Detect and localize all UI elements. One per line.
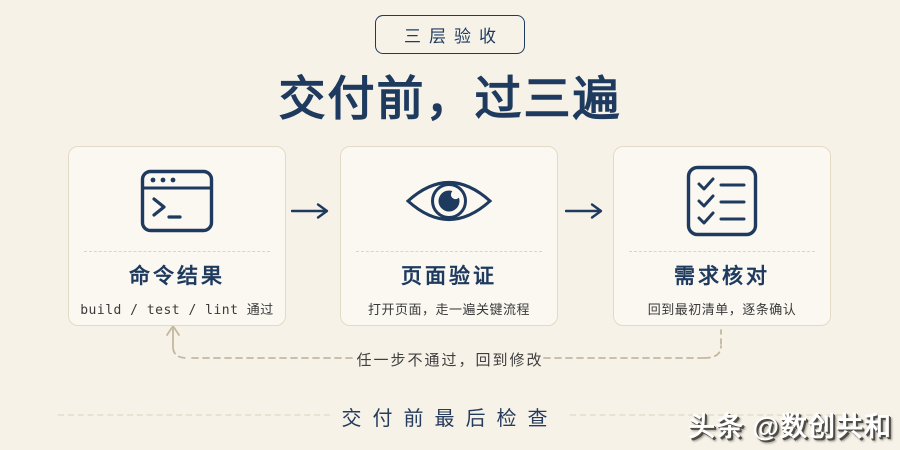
card-title: 需求核对 — [674, 264, 770, 288]
card-divider — [356, 251, 542, 252]
feedback-loop-label: 任一步不通过，回到修改 — [356, 352, 544, 369]
card-divider — [84, 251, 270, 252]
card-subtitle: build / test / lint 通过 — [80, 303, 274, 318]
footer-divider-left — [58, 414, 330, 416]
card-title: 页面验证 — [401, 264, 497, 288]
terminal-window-icon — [140, 153, 214, 249]
watermark: 头条 @数创共和 — [688, 412, 892, 442]
checklist-icon — [686, 153, 758, 249]
card-subtitle: 回到最初清单，逐条确认 — [647, 302, 797, 317]
card-divider — [629, 251, 815, 252]
footer-divider-right — [570, 414, 842, 416]
footer-caption: 交付前最后检查 — [341, 408, 559, 430]
eye-icon — [404, 153, 494, 249]
step-card-page-verification: 页面验证 打开页面，走一遍关键流程 — [340, 146, 558, 326]
arrow-right-icon — [291, 201, 331, 221]
arrow-right-icon — [565, 201, 605, 221]
step-card-command-results: 命令结果 build / test / lint 通过 — [68, 146, 286, 326]
top-badge: 三层验收 — [375, 15, 525, 54]
card-subtitle: 打开页面，走一遍关键流程 — [367, 302, 530, 317]
card-title: 命令结果 — [129, 264, 225, 288]
page-title: 交付前，过三遍 — [278, 74, 622, 126]
step-card-requirements-check: 需求核对 回到最初清单，逐条确认 — [613, 146, 831, 326]
